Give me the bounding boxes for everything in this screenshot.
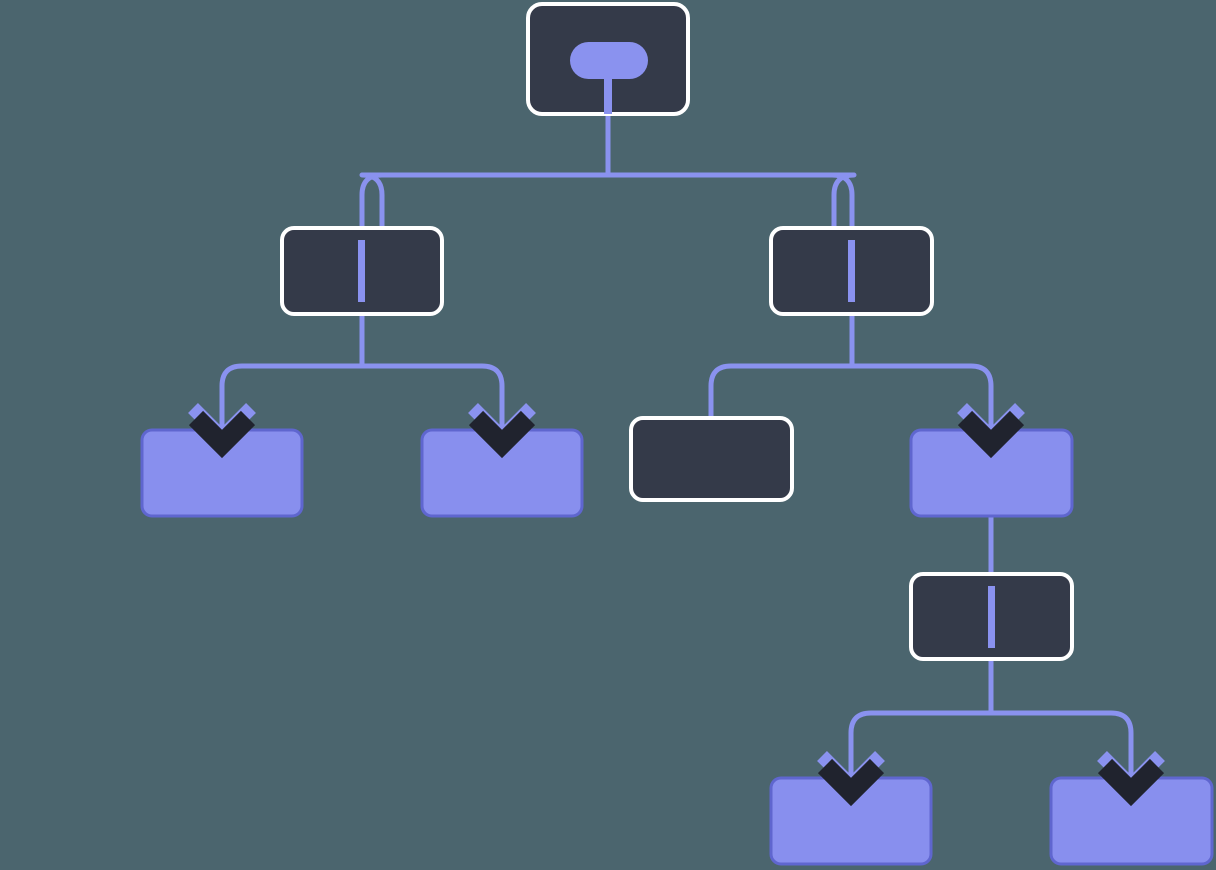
edge-deepdark-to-leaf4 [991,710,1134,778]
node-root[interactable] [526,2,690,116]
arrow-chevron-dark-icon [957,410,1025,459]
arrow-into-leaf-3 [817,751,885,807]
arrow-into-leaf-2 [468,403,536,459]
edge-root-split-left [359,172,608,270]
arrow-chevron-dark-icon [817,758,885,807]
node-right-branch-passthrough-line [848,240,855,302]
node-right-branch[interactable] [769,226,934,316]
edge-root-split-right [608,172,855,270]
node-deep-dark-passthrough-line [988,586,995,648]
arrow-into-mid-purple [957,403,1025,459]
edge-left-branch-to-leaf2 [362,363,505,430]
node-left-branch-passthrough-line [358,240,365,302]
arrowhead-layer [188,403,1165,807]
node-deep-dark[interactable] [909,572,1074,661]
node-dark-leaf[interactable] [629,416,794,502]
node-left-branch[interactable] [280,226,444,316]
node-root-pill-icon [570,42,648,79]
arrow-into-leaf-4 [1097,751,1165,807]
edge-deepdark-to-leaf3 [848,710,991,778]
node-root-pill-stem [604,60,612,114]
arrow-chevron-dark-icon [188,410,256,459]
arrow-chevron-dark-icon [468,410,536,459]
edge-right-branch-to-midpurple [852,363,994,430]
edge-right-branch-to-darkleaf [708,363,852,418]
arrow-into-leaf-1 [188,403,256,459]
edge-left-branch-to-leaf1 [219,363,362,430]
arrow-chevron-dark-icon [1097,758,1165,807]
node-dark-leaf-body[interactable] [629,416,794,502]
